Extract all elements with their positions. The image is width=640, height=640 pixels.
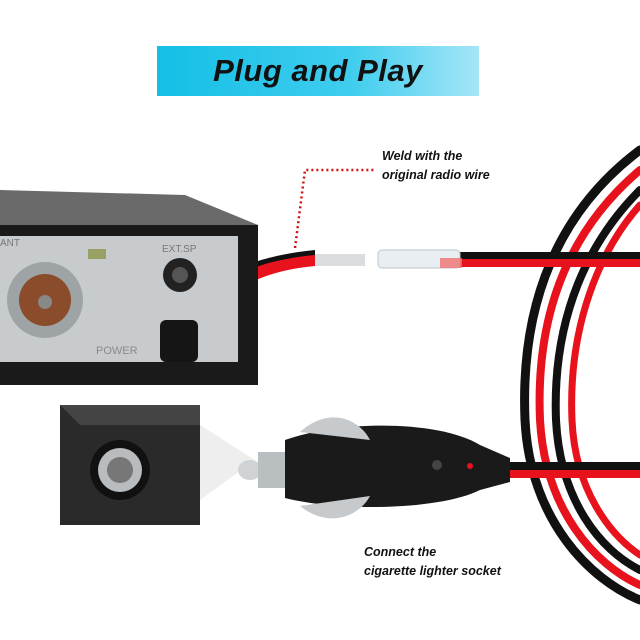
cable-loop (520, 145, 640, 605)
weld-callout: Weld with the original radio wire (382, 147, 490, 185)
socket-inset (60, 405, 255, 525)
callout-line-2: original radio wire (382, 168, 490, 182)
cigarette-lighter-plug (238, 417, 640, 519)
socket-callout: Connect the cigarette lighter socket (364, 543, 501, 581)
callout-line-1: Weld with the (382, 149, 463, 163)
callout-line (293, 168, 375, 249)
callout-line-1: Connect the (364, 545, 437, 559)
banner: Plug and Play (157, 46, 479, 96)
callout-line-2: cigarette lighter socket (364, 564, 501, 578)
radio-unit: ANT EXT.SP POWER (0, 190, 258, 385)
power-label: POWER (96, 345, 138, 357)
banner-title: Plug and Play (213, 53, 423, 88)
led-indicator (467, 463, 473, 469)
speaker-label: EXT.SP (162, 244, 197, 255)
antenna-label: ANT (0, 238, 20, 249)
